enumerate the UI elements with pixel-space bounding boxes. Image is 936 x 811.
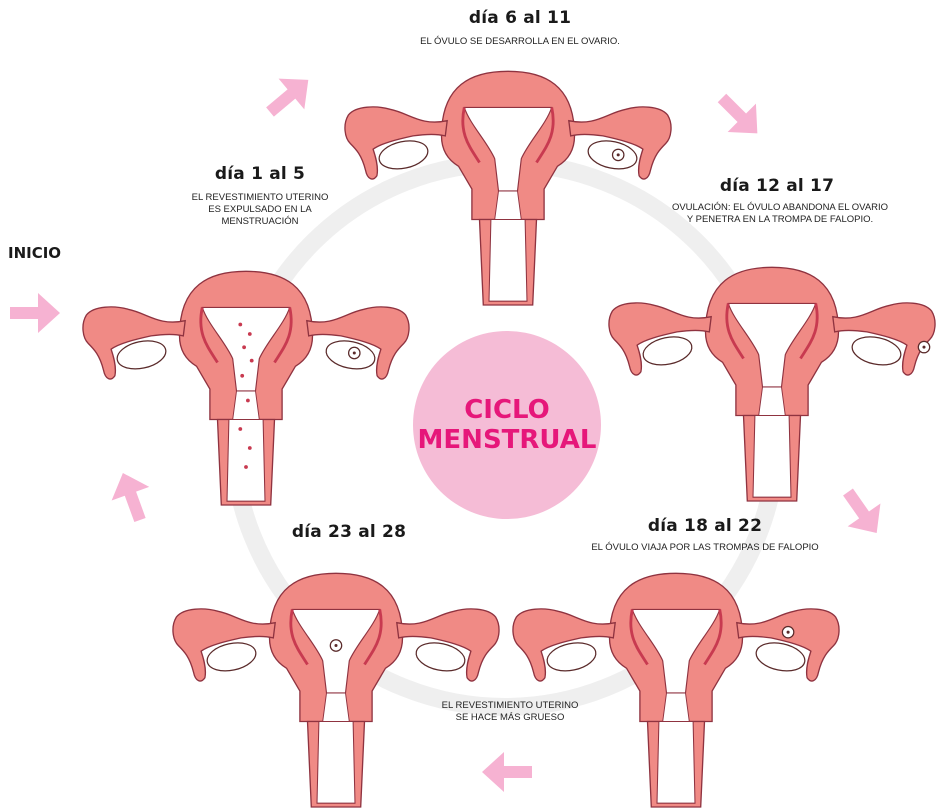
blood-drop	[248, 332, 252, 336]
arrow-bottom	[482, 752, 532, 792]
stage-2-description: EL ÓVULO SE DESARROLLA EN EL OVARIO.	[400, 36, 640, 48]
center-label-line2: MENSTRUAL	[418, 425, 597, 455]
blood-drop	[246, 399, 250, 403]
arrow-top-left	[257, 65, 321, 128]
blood-drop	[250, 359, 254, 363]
stage-4-description: EL ÓVULO VIAJA POR LAS TROMPAS DE FALOPI…	[560, 542, 850, 554]
blood-drop	[238, 427, 242, 431]
blood-drop	[238, 323, 242, 327]
cycle-center-label: CICLO MENSTRUAL	[412, 360, 602, 490]
blood-drop	[244, 465, 248, 469]
blood-drop	[240, 374, 244, 378]
arrow-start	[10, 293, 60, 333]
uterus-stage-4	[513, 573, 839, 807]
stage-2-title: día 6 al 11	[460, 8, 580, 28]
arrow-top-right	[708, 84, 772, 148]
arrow-left	[104, 466, 159, 527]
arrow-right	[832, 481, 893, 545]
blood-drop	[248, 446, 252, 450]
uterus-stage-1	[83, 271, 409, 505]
blood-drop	[242, 345, 246, 349]
stage-3-title: día 12 al 17	[712, 176, 842, 196]
stage-5-title: día 23 al 28	[284, 522, 414, 542]
stage-1-title: día 1 al 5	[200, 164, 320, 184]
center-label-line1: CICLO	[464, 395, 550, 425]
uterus-stage-5	[173, 573, 499, 807]
uterus-stage-3	[609, 267, 935, 501]
stage-4-title: día 18 al 22	[640, 516, 770, 536]
start-label: INICIO	[8, 244, 61, 262]
